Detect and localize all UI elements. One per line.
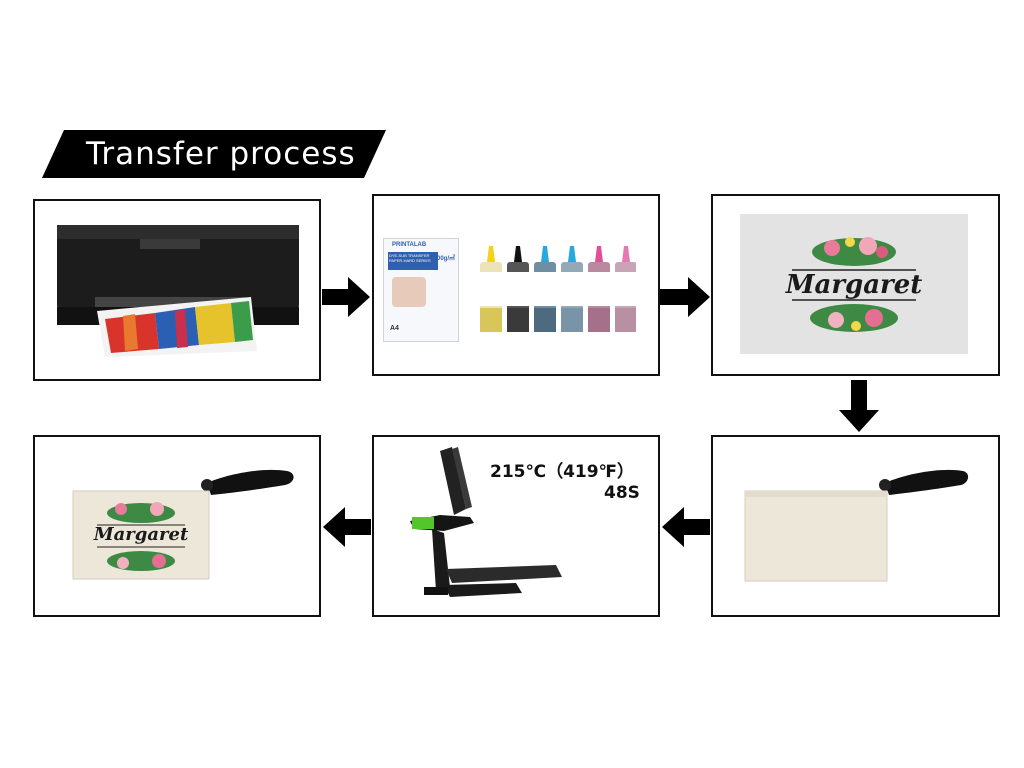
arrow-left-1 (662, 507, 710, 547)
paper-weight: 100g/㎡ (433, 256, 455, 262)
title-banner (42, 130, 386, 178)
ink-bottle-light-magenta-icon (615, 246, 636, 332)
ink-bottle-magenta-icon (588, 246, 610, 332)
blank-pouch-icon (744, 469, 969, 582)
press-time-label: 48S (604, 483, 640, 503)
ink-bottle-light-cyan-icon (561, 246, 583, 332)
paper-title: DYE-SUB TRANSFER PAPER-HARD SERIES (388, 252, 438, 270)
finished-pouch-icon (72, 469, 294, 580)
paper-size: A4 (390, 325, 399, 332)
design-name-text: Margaret (785, 270, 923, 300)
ink-bottle-black-icon (507, 246, 529, 332)
arrow-right-1 (322, 277, 370, 317)
heat-press-icon (410, 447, 562, 597)
ink-bottles (480, 246, 636, 332)
step-paper-ink-panel: PRINTALAB DYE-SUB TRANSFER PAPER-HARD SE… (372, 194, 660, 376)
printer-illustration (57, 225, 299, 357)
arrow-right-2 (660, 277, 710, 317)
design-card: Margaret (740, 214, 968, 354)
transfer-paper-pack: PRINTALAB DYE-SUB TRANSFER PAPER-HARD SE… (383, 238, 459, 342)
step-printer-panel (33, 199, 321, 381)
arrow-left-2 (323, 507, 371, 547)
paper-brand: PRINTALAB (392, 242, 427, 248)
finished-name-text: Margaret (93, 524, 189, 545)
temperature-label: 215℃（419℉） (490, 462, 635, 482)
ink-bottle-yellow-icon (480, 246, 502, 332)
arrow-down (839, 380, 879, 432)
step-finished-bag-panel: Margaret (33, 435, 321, 617)
banner-title: Transfer process (86, 136, 356, 172)
paper-photo-icon (392, 277, 426, 307)
floral-wreath-icon (792, 237, 916, 332)
ink-bottle-cyan-icon (534, 246, 556, 332)
step-printed-design-panel: Margaret (711, 194, 1000, 376)
step-blank-bag-panel (711, 435, 1000, 617)
step-heat-press-panel: 215℃（419℉） 48S (372, 435, 660, 617)
